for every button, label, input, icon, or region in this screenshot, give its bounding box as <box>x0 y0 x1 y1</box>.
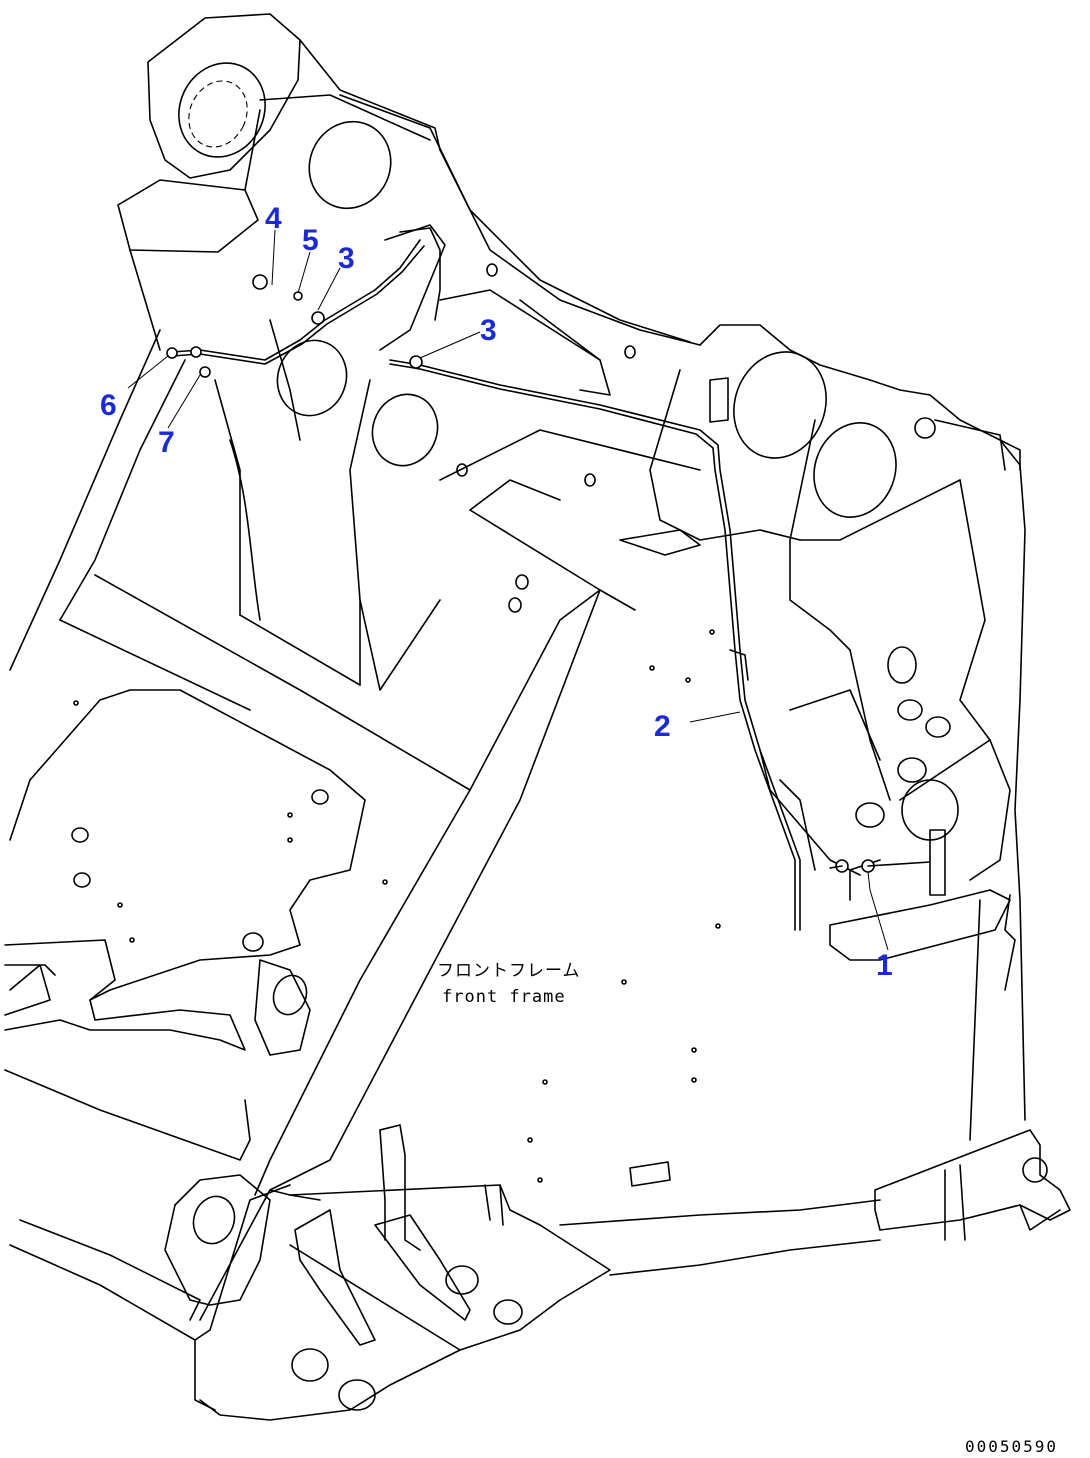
drawing-id: 00050590 <box>965 1437 1058 1456</box>
callout-labels: 1 2 3 3 4 5 6 7 <box>100 202 893 982</box>
right-pillar <box>619 324 1026 1141</box>
left-side-rail <box>9 329 471 791</box>
callout-4: 4 <box>265 202 282 235</box>
lower-cross-member <box>559 1129 1071 1276</box>
callout-1: 1 <box>876 949 893 982</box>
callout-6: 6 <box>100 389 117 422</box>
callout-5: 5 <box>302 224 319 257</box>
callout-3-upper: 3 <box>338 242 355 275</box>
frame-label-english: front frame <box>442 987 566 1007</box>
callout-7: 7 <box>158 426 175 459</box>
bottom-hitch <box>199 1124 611 1421</box>
left-cutout <box>9 689 388 1001</box>
upper-left-mount <box>117 13 441 351</box>
callout-3-lower: 3 <box>480 314 497 347</box>
frame-label-japanese: フロントフレーム <box>437 961 581 981</box>
upper-cross-member <box>214 94 701 691</box>
panel-holes <box>456 263 729 1187</box>
left-lower-bracket <box>4 939 311 1341</box>
callout-2: 2 <box>654 710 671 743</box>
lube-tube-route <box>166 227 931 931</box>
leader-lines <box>127 229 889 951</box>
